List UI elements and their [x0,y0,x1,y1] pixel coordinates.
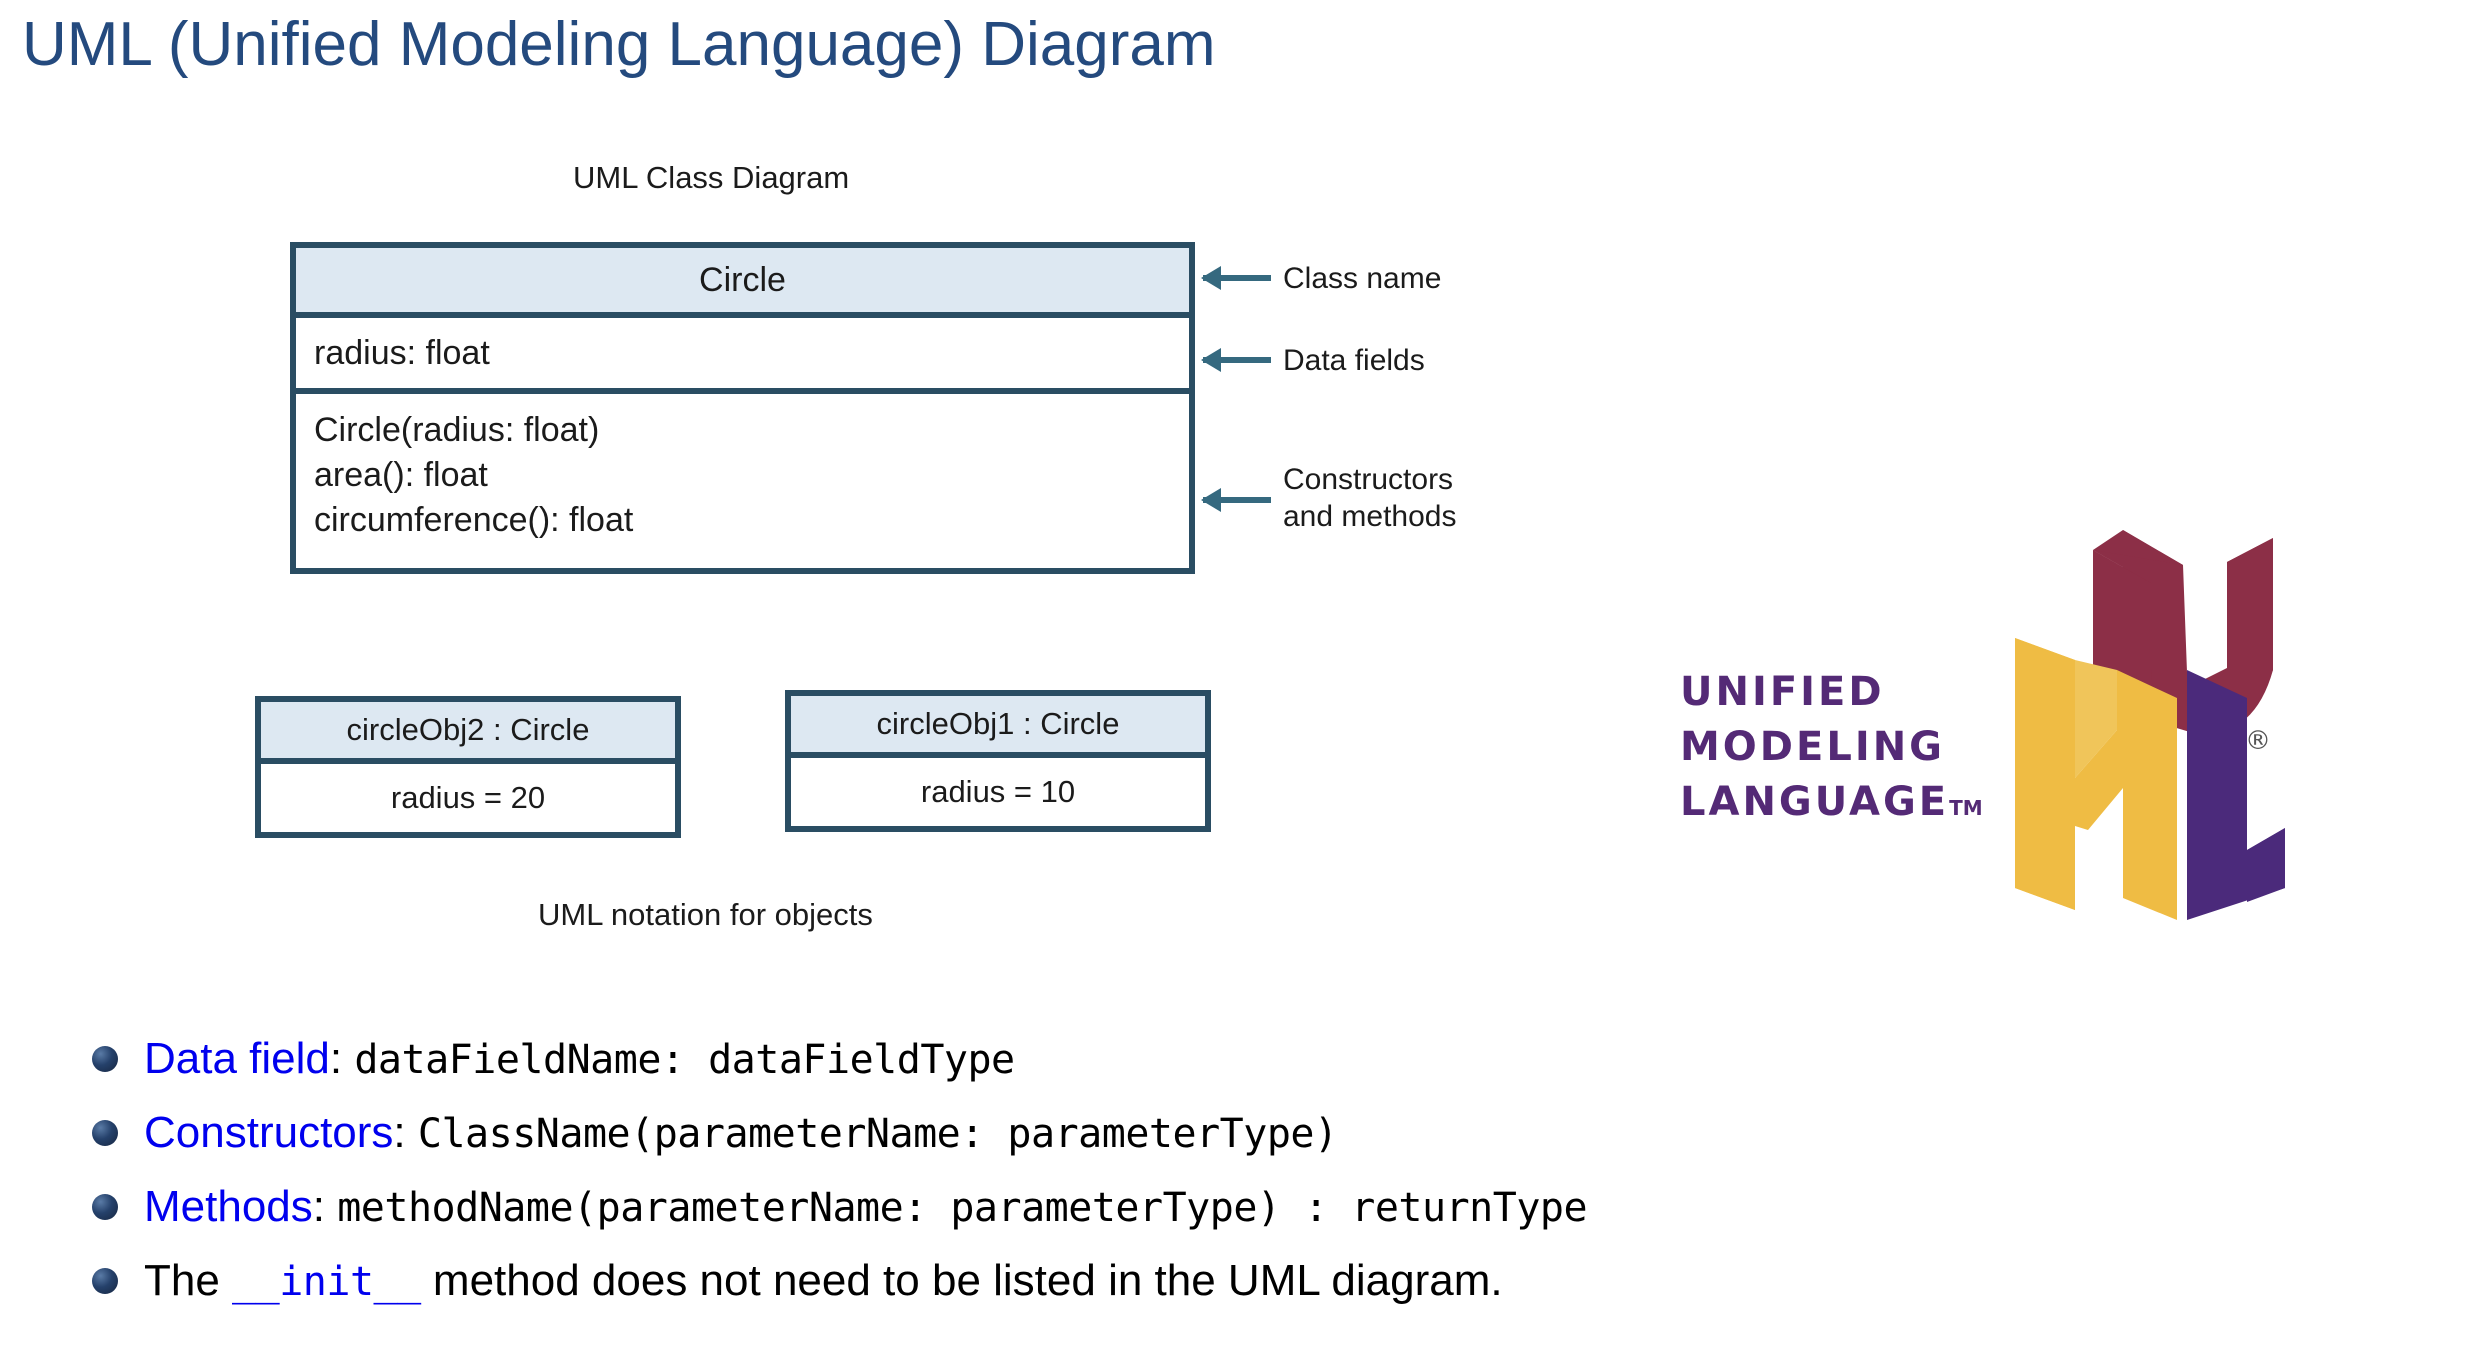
method-row: area(): float [314,456,488,495]
trademark-symbol: TM [1949,796,1983,821]
annotation-data-fields: Data fields [1283,344,1425,377]
uml-diagram-figure: UML Class Diagram Circle radius: float C… [255,160,2300,950]
bullet-suffix: method does not need to be listed in the… [420,1256,1503,1305]
object-state-compartment: radius = 20 [261,764,675,832]
method-row: circumference(): float [314,501,634,540]
methods-compartment: Circle(radius: float) area(): float circ… [296,394,1189,568]
object-state-label: radius = 20 [390,780,546,815]
arrow-left-icon [1201,348,1271,372]
object-name-compartment: circleObj2 : Circle [261,702,675,764]
bullet-list: Data field: dataFieldName: dataFieldType… [92,1032,2422,1328]
page-title: UML (Unified Modeling Language) Diagram [22,10,1216,79]
logo-line-language: LANGUAGETM [1680,775,2010,830]
bullet-code: dataFieldName: dataFieldType [354,1037,1015,1083]
bullet-keyword: Methods [144,1182,313,1231]
bullet-dot-icon [92,1194,118,1220]
uml-object-box: circleObj1 : Circle radius = 10 [785,690,1211,832]
arrow-left-icon [1201,488,1271,512]
object-name-label: circleObj2 : Circle [346,712,590,747]
data-fields-compartment: radius: float [296,318,1189,394]
uml-object-box: circleObj2 : Circle radius = 20 [255,696,681,838]
method-row: Circle(radius: float) [314,411,600,449]
object-state-label: radius = 10 [920,774,1076,809]
list-item-text: Data field: dataFieldName: dataFieldType [144,1032,2422,1086]
annotation-class-name: Class name [1283,262,1442,295]
logo-language-text: LANGUAGE [1680,779,1950,826]
bullet-dot-icon [92,1268,118,1294]
object-name-compartment: circleObj1 : Circle [791,696,1205,758]
list-item: The __init__ method does not need to be … [92,1254,2422,1308]
bullet-dot-icon [92,1046,118,1072]
class-name-label: Circle [699,260,786,299]
bullet-code: ClassName(parameterName: parameterType) [417,1111,1338,1157]
arrow-left-icon [1201,266,1271,290]
list-item: Methods: methodName(parameterName: param… [92,1180,2422,1234]
class-diagram-caption: UML Class Diagram [573,160,850,195]
object-state-compartment: radius = 10 [791,758,1205,826]
uml-3d-letters-icon [2015,530,2285,920]
list-item: Constructors: ClassName(parameterName: p… [92,1106,2422,1160]
bullet-separator: : [312,1182,338,1231]
bullet-separator: : [329,1034,355,1083]
logo-line-modeling: MODELING [1680,724,1946,771]
uml-logo: UNIFIED MODELING LANGUAGETM ® [1680,520,2300,950]
list-item: Data field: dataFieldName: dataFieldType [92,1032,2422,1086]
list-item-text: The __init__ method does not need to be … [144,1254,2422,1308]
object-name-label: circleObj1 : Circle [876,706,1120,741]
bullet-keyword: Data field [144,1034,330,1083]
bullet-dot-icon [92,1120,118,1146]
uml-class-box: Circle radius: float Circle(radius: floa… [290,242,1195,574]
uml-logo-wordmark: UNIFIED MODELING LANGUAGETM [1680,665,2010,831]
bullet-keyword: Constructors [144,1108,394,1157]
logo-line-unified: UNIFIED [1680,669,1885,715]
list-item-text: Constructors: ClassName(parameterName: p… [144,1106,2422,1160]
bullet-code: methodName(parameterName: parameterType)… [337,1185,1588,1231]
data-field-row: radius: float [314,333,490,372]
bullet-inline-code: __init__ [232,1259,421,1305]
class-name-compartment: Circle [296,248,1189,318]
bullet-prefix: The [144,1256,233,1305]
object-notation-caption: UML notation for objects [538,897,873,932]
annotation-constructors-methods: Constructors and methods [1283,463,1457,533]
registered-trademark-symbol: ® [2245,726,2271,756]
bullet-separator: : [393,1108,418,1157]
list-item-text: Methods: methodName(parameterName: param… [144,1180,2422,1234]
